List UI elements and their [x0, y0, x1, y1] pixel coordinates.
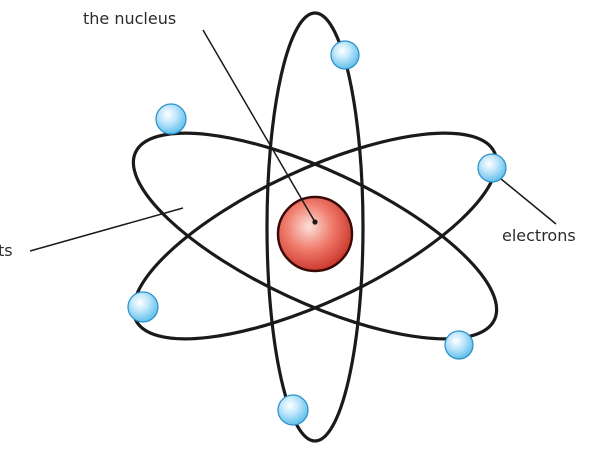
- nucleus-leader-dot: [312, 219, 318, 225]
- electron-top: [330, 40, 360, 70]
- orbit-vertical: [265, 11, 365, 443]
- electron-right: [477, 153, 507, 183]
- orbits-leader-line: [29, 207, 184, 252]
- orbits: [131, 11, 499, 443]
- electron-left: [127, 291, 159, 323]
- electrons: [127, 40, 507, 426]
- nucleus: [276, 195, 354, 273]
- electron-lower-right: [444, 330, 474, 360]
- nucleus-circle: [276, 195, 354, 273]
- nucleus-leader-line: [202, 29, 316, 223]
- electron-upper-left: [155, 103, 187, 135]
- electron-bottom: [277, 394, 309, 426]
- nucleus-label: the nucleus: [83, 9, 176, 28]
- electrons-label: electrons: [502, 226, 576, 245]
- labels: the nucleus electrons ts: [0, 9, 576, 260]
- electrons-leader-line: [494, 173, 557, 225]
- leader-lines: [29, 29, 557, 252]
- orbit-descending: [131, 131, 499, 341]
- orbits-label: ts: [0, 241, 13, 260]
